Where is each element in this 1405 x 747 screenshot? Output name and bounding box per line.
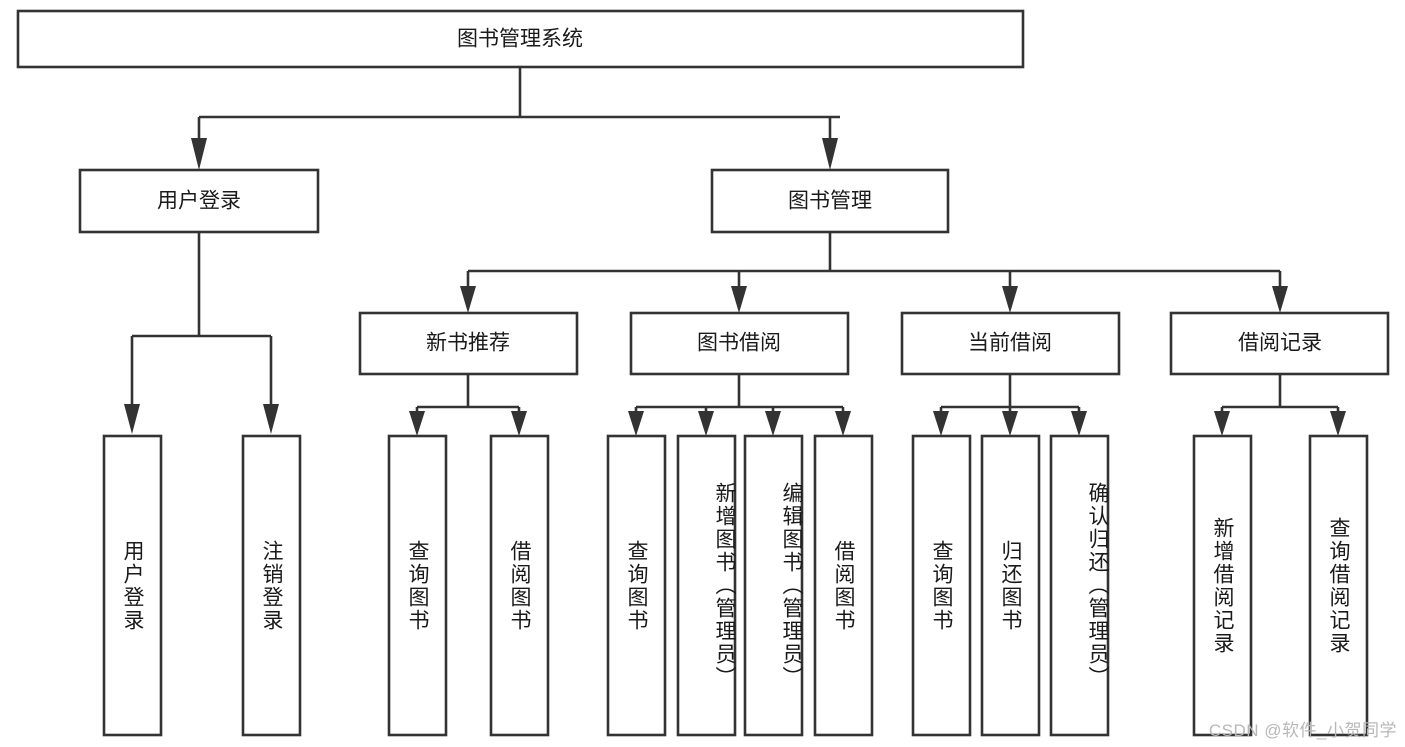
- connector-group-root-to-level2: [191, 67, 840, 170]
- node-leaf-edit-book-admin[interactable]: [743, 434, 804, 737]
- node-leaf-borrow-book-2[interactable]: [813, 434, 874, 737]
- node-leaf-add-book-admin[interactable]: [676, 434, 737, 737]
- arrow-head-record: [1272, 286, 1288, 313]
- arrow-head-leaf-add-book: [698, 411, 714, 436]
- arrow-head-current: [1002, 286, 1018, 313]
- arrow-head-leaf-edit-book: [765, 411, 781, 436]
- node-book-management-label: 图书管理: [788, 190, 872, 213]
- arrow-head-leaf-confirm-return: [1071, 411, 1087, 436]
- connector-group-newbook-to-leaves: [409, 374, 527, 436]
- node-leaf-query-book-3[interactable]: [911, 434, 972, 737]
- node-leaf-user-login[interactable]: [102, 434, 163, 737]
- node-borrow-record[interactable]: [1169, 311, 1390, 376]
- node-user-login-label: 用户登录: [157, 190, 241, 213]
- connector-group-borrow-to-leaves: [628, 374, 851, 436]
- arrow-head-leaf-query-book-2: [628, 411, 644, 436]
- arrow-head-leaf-query-book-1: [409, 411, 425, 436]
- connector-group-current-to-leaves: [933, 374, 1087, 436]
- arrow-head-borrow: [731, 286, 747, 313]
- node-book-borrow[interactable]: [629, 311, 850, 376]
- node-book-borrow-label: 图书借阅: [697, 332, 781, 355]
- arrow-head-leaf-borrow-book-1: [511, 411, 527, 436]
- node-current-borrow[interactable]: [900, 311, 1121, 376]
- node-book-management[interactable]: [710, 168, 950, 234]
- arrow-head-leaf-borrow-book-2: [835, 411, 851, 436]
- arrow-head-leaf-user-login: [124, 404, 140, 434]
- node-leaf-confirm-return-admin[interactable]: [1049, 434, 1110, 737]
- arrow-head-leaf-query-book-3: [933, 411, 949, 436]
- csdn-watermark: CSDN @软件_小贺同学: [1208, 721, 1397, 740]
- node-leaf-add-borrow-record[interactable]: [1192, 434, 1253, 737]
- connector-group-userlogin-to-leaves: [124, 232, 279, 434]
- node-leaf-query-book-1[interactable]: [387, 434, 448, 737]
- arrow-head-user-login: [191, 138, 207, 170]
- connector-group-booksmanage-to-level3: [460, 232, 1288, 313]
- node-new-book-recommend[interactable]: [358, 311, 579, 376]
- node-leaf-borrow-book-1[interactable]: [489, 434, 550, 737]
- node-leaf-query-borrow-record[interactable]: [1308, 434, 1369, 737]
- node-leaf-query-book-2[interactable]: [606, 434, 667, 737]
- node-leaf-logout[interactable]: [241, 434, 302, 737]
- node-user-login[interactable]: [78, 168, 320, 234]
- node-borrow-record-label: 借阅记录: [1238, 332, 1322, 355]
- arrow-head-book-manage: [822, 138, 838, 170]
- node-root-label: 图书管理系统: [457, 28, 583, 51]
- arrow-head-newbook: [460, 286, 476, 313]
- arrow-head-leaf-query-record: [1330, 411, 1346, 436]
- node-new-book-recommend-label: 新书推荐: [426, 332, 510, 355]
- node-root-book-management-system[interactable]: [16, 9, 1025, 69]
- node-current-borrow-label: 当前借阅: [968, 332, 1052, 355]
- connector-group-record-to-leaves: [1214, 374, 1346, 436]
- arrow-head-leaf-add-record: [1214, 411, 1230, 436]
- arrow-head-leaf-logout: [263, 404, 279, 434]
- node-leaf-return-book[interactable]: [980, 434, 1041, 737]
- arrow-head-leaf-return-book: [1002, 411, 1018, 436]
